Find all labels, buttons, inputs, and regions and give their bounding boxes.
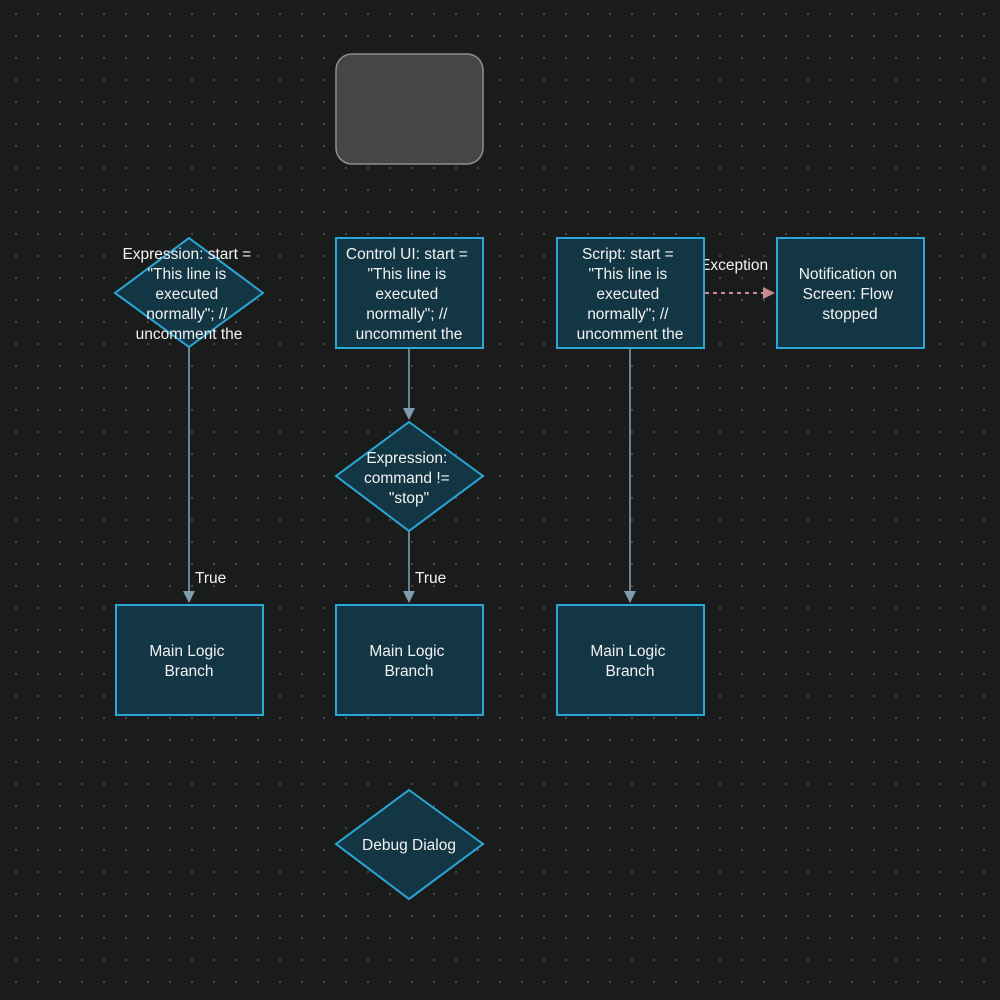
expression-command-label: Expression: command != "stop" (364, 450, 454, 507)
main-logic-branch-2[interactable]: Main Logic Branch (335, 604, 484, 716)
expression-command-diamond[interactable]: Expression: command != "stop" (334, 420, 485, 533)
debug-dialog-label: Debug Dialog (362, 837, 456, 854)
main-logic-branch-3[interactable]: Main Logic Branch (556, 604, 705, 716)
control-ui-node[interactable]: Control UI: start = "This line is execut… (335, 237, 484, 349)
edge-label-true-2: True (415, 570, 446, 587)
debug-dialog-diamond[interactable]: Debug Dialog (334, 788, 485, 901)
main-logic-2-label: Main Logic Branch (369, 643, 448, 680)
edge-label-exception: Exception (700, 257, 768, 274)
expression-start-diamond[interactable]: Expression: start = "This line is execut… (113, 236, 265, 349)
control-ui-label: Control UI: start = "This line is execut… (346, 246, 472, 343)
edge-label-true-1: True (195, 570, 226, 587)
edges: True True Exception (183, 257, 775, 603)
script-label: Script: start = "This line is executed n… (577, 246, 684, 343)
notification-node[interactable]: Notification on Screen: Flow stopped (776, 237, 925, 349)
start-node[interactable] (335, 53, 484, 165)
script-node[interactable]: Script: start = "This line is executed n… (556, 237, 705, 349)
notification-label: Notification on Screen: Flow stopped (799, 266, 902, 323)
main-logic-branch-1[interactable]: Main Logic Branch (115, 604, 264, 716)
main-logic-3-label: Main Logic Branch (590, 643, 669, 680)
main-logic-1-label: Main Logic Branch (149, 643, 228, 680)
expression-start-label: Expression: start = "This line is execut… (122, 246, 255, 343)
